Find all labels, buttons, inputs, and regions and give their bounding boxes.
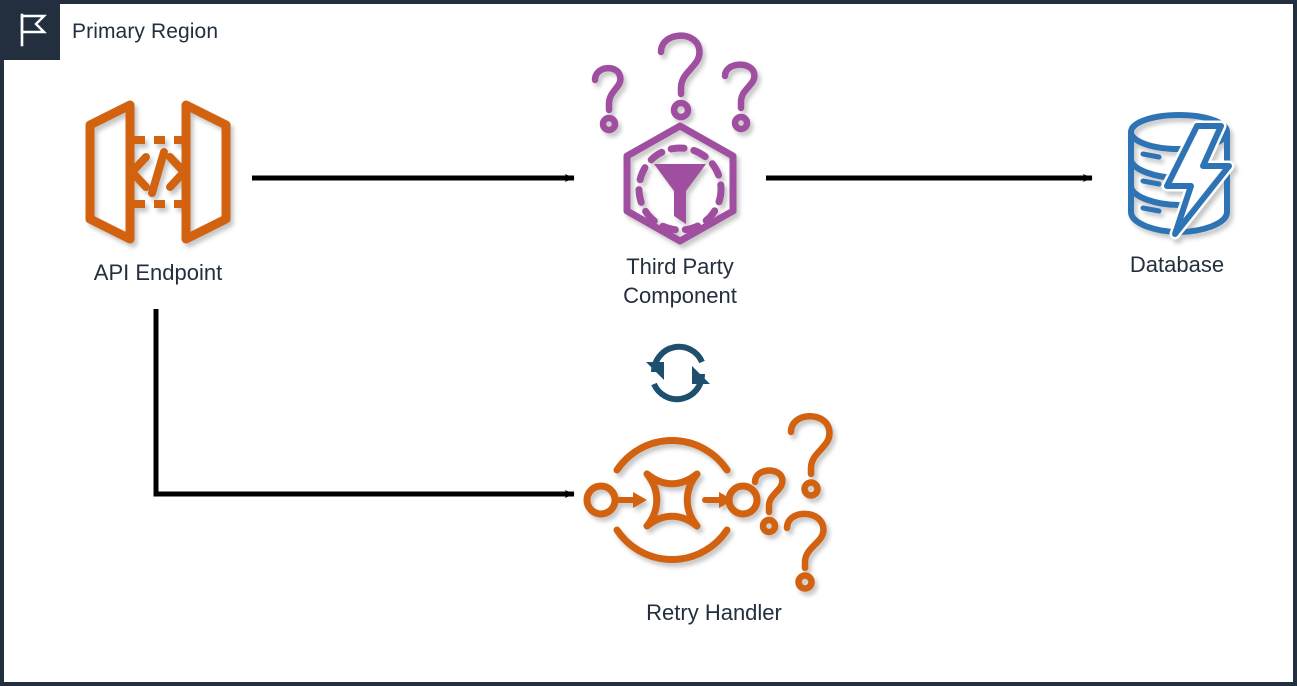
node-label-database: Database [1129, 252, 1225, 277]
edge-api-to-retry-handler [153, 309, 575, 498]
node-api-endpoint[interactable]: API Endpoint [52, 92, 264, 287]
database-lightning-icon [1113, 104, 1241, 244]
flag-icon [15, 12, 49, 53]
node-label-api-endpoint: API Endpoint [93, 260, 223, 285]
question-marks [751, 413, 833, 592]
region-title: Primary Region [72, 20, 219, 43]
refresh-loop-icon [636, 340, 720, 406]
node-label-third-party-component: Third Party Component [623, 254, 737, 309]
node-label-retry-handler: Retry Handler [646, 600, 782, 625]
question-marks [591, 32, 758, 134]
node-database[interactable]: Database [1082, 104, 1272, 279]
node-retry-handler[interactable]: Retry Handler [564, 402, 864, 627]
region-badge [4, 4, 60, 60]
third-party-hexagon-icon [565, 24, 795, 246]
step-functions-icon [569, 402, 859, 592]
api-gateway-icon [76, 92, 240, 252]
funnel-glyph [654, 164, 706, 224]
node-third-party-component[interactable]: Third Party Component [560, 24, 800, 310]
